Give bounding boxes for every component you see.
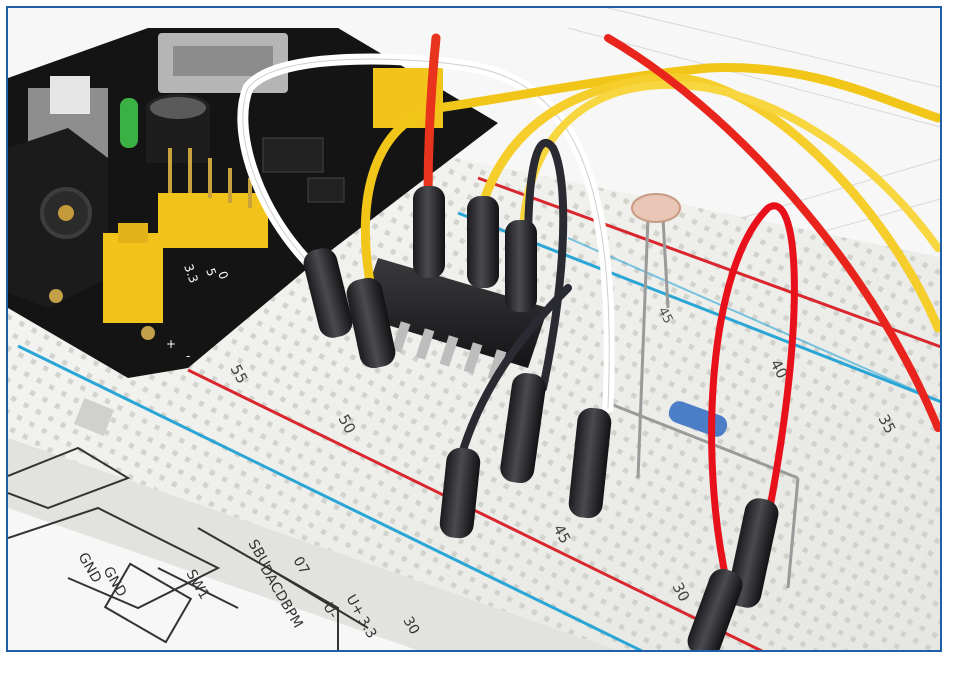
rail-negative-line <box>17 344 644 650</box>
dip-ic-chip <box>358 258 548 381</box>
photoresistor <box>631 193 681 479</box>
pcb-label-3-3: 3.3 <box>181 262 201 285</box>
breadboard-photo: 55 50 45 40 35 30 45 GND GND SBU DACDBPM… <box>8 8 940 650</box>
yellow-wire-2 <box>478 73 940 333</box>
pcb-label-minus: - <box>186 349 190 363</box>
schematic-label-07: 07 <box>290 554 313 577</box>
wire-plugs <box>303 186 779 650</box>
green-led <box>120 98 138 148</box>
black-wire-2 <box>454 284 572 472</box>
yellow-wire-3 <box>519 80 940 252</box>
jumper-wires <box>237 33 940 592</box>
pcb-label-0: 0 <box>215 269 231 281</box>
red-wire-long <box>604 34 940 432</box>
yellow-wire-1 <box>360 63 940 303</box>
red-wire-vertical <box>423 33 441 203</box>
red-wire-loop <box>708 202 798 592</box>
schematic-label-u-minus: U- <box>320 600 342 621</box>
schematic-drawing <box>8 446 369 650</box>
pcb-label-plus: + <box>166 337 176 351</box>
rail-positive-line <box>187 368 764 650</box>
pcb-label-5: 5 <box>203 266 219 278</box>
schematic-label-30: 30 <box>400 614 423 637</box>
photo-frame: 55 50 45 40 35 30 45 GND GND SBU DACDBPM… <box>6 6 942 652</box>
column-label-45-upper: 45 <box>654 305 675 327</box>
voltage-regulator <box>262 137 324 173</box>
jumper-cap-left <box>103 233 163 323</box>
